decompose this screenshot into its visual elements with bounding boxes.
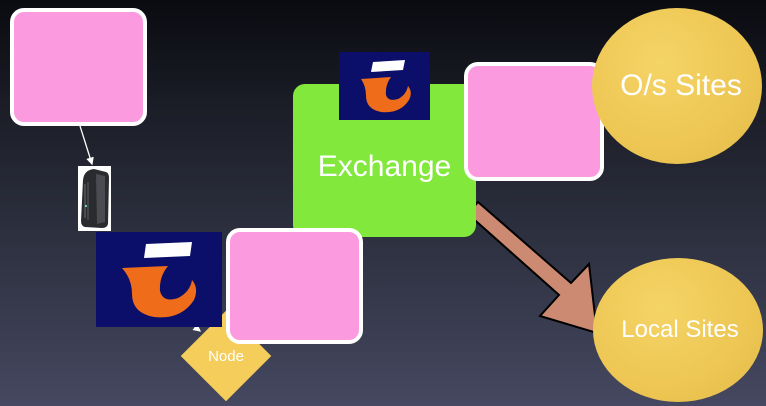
telstra-logo-icon [339,52,430,120]
telstra-logo-icon [96,232,222,327]
placeholder-box-exchange [464,62,604,181]
modem-icon [78,166,111,231]
local-sites-label: Local Sites [621,316,739,343]
os-sites-circle: O/s Sites [592,8,762,164]
placeholder-box-bottom [226,228,363,344]
exchange-label: Exchange [317,150,452,183]
exchange-to-local-sites-arrow [466,200,599,335]
node-diamond: Node [180,310,272,402]
node-label: Node [208,347,244,365]
os-sites-label: O/s Sites [620,69,742,102]
local-sites-circle: Local Sites [593,258,763,402]
connector-box-to-modem [79,125,94,166]
placeholder-box-top-left [10,8,147,126]
